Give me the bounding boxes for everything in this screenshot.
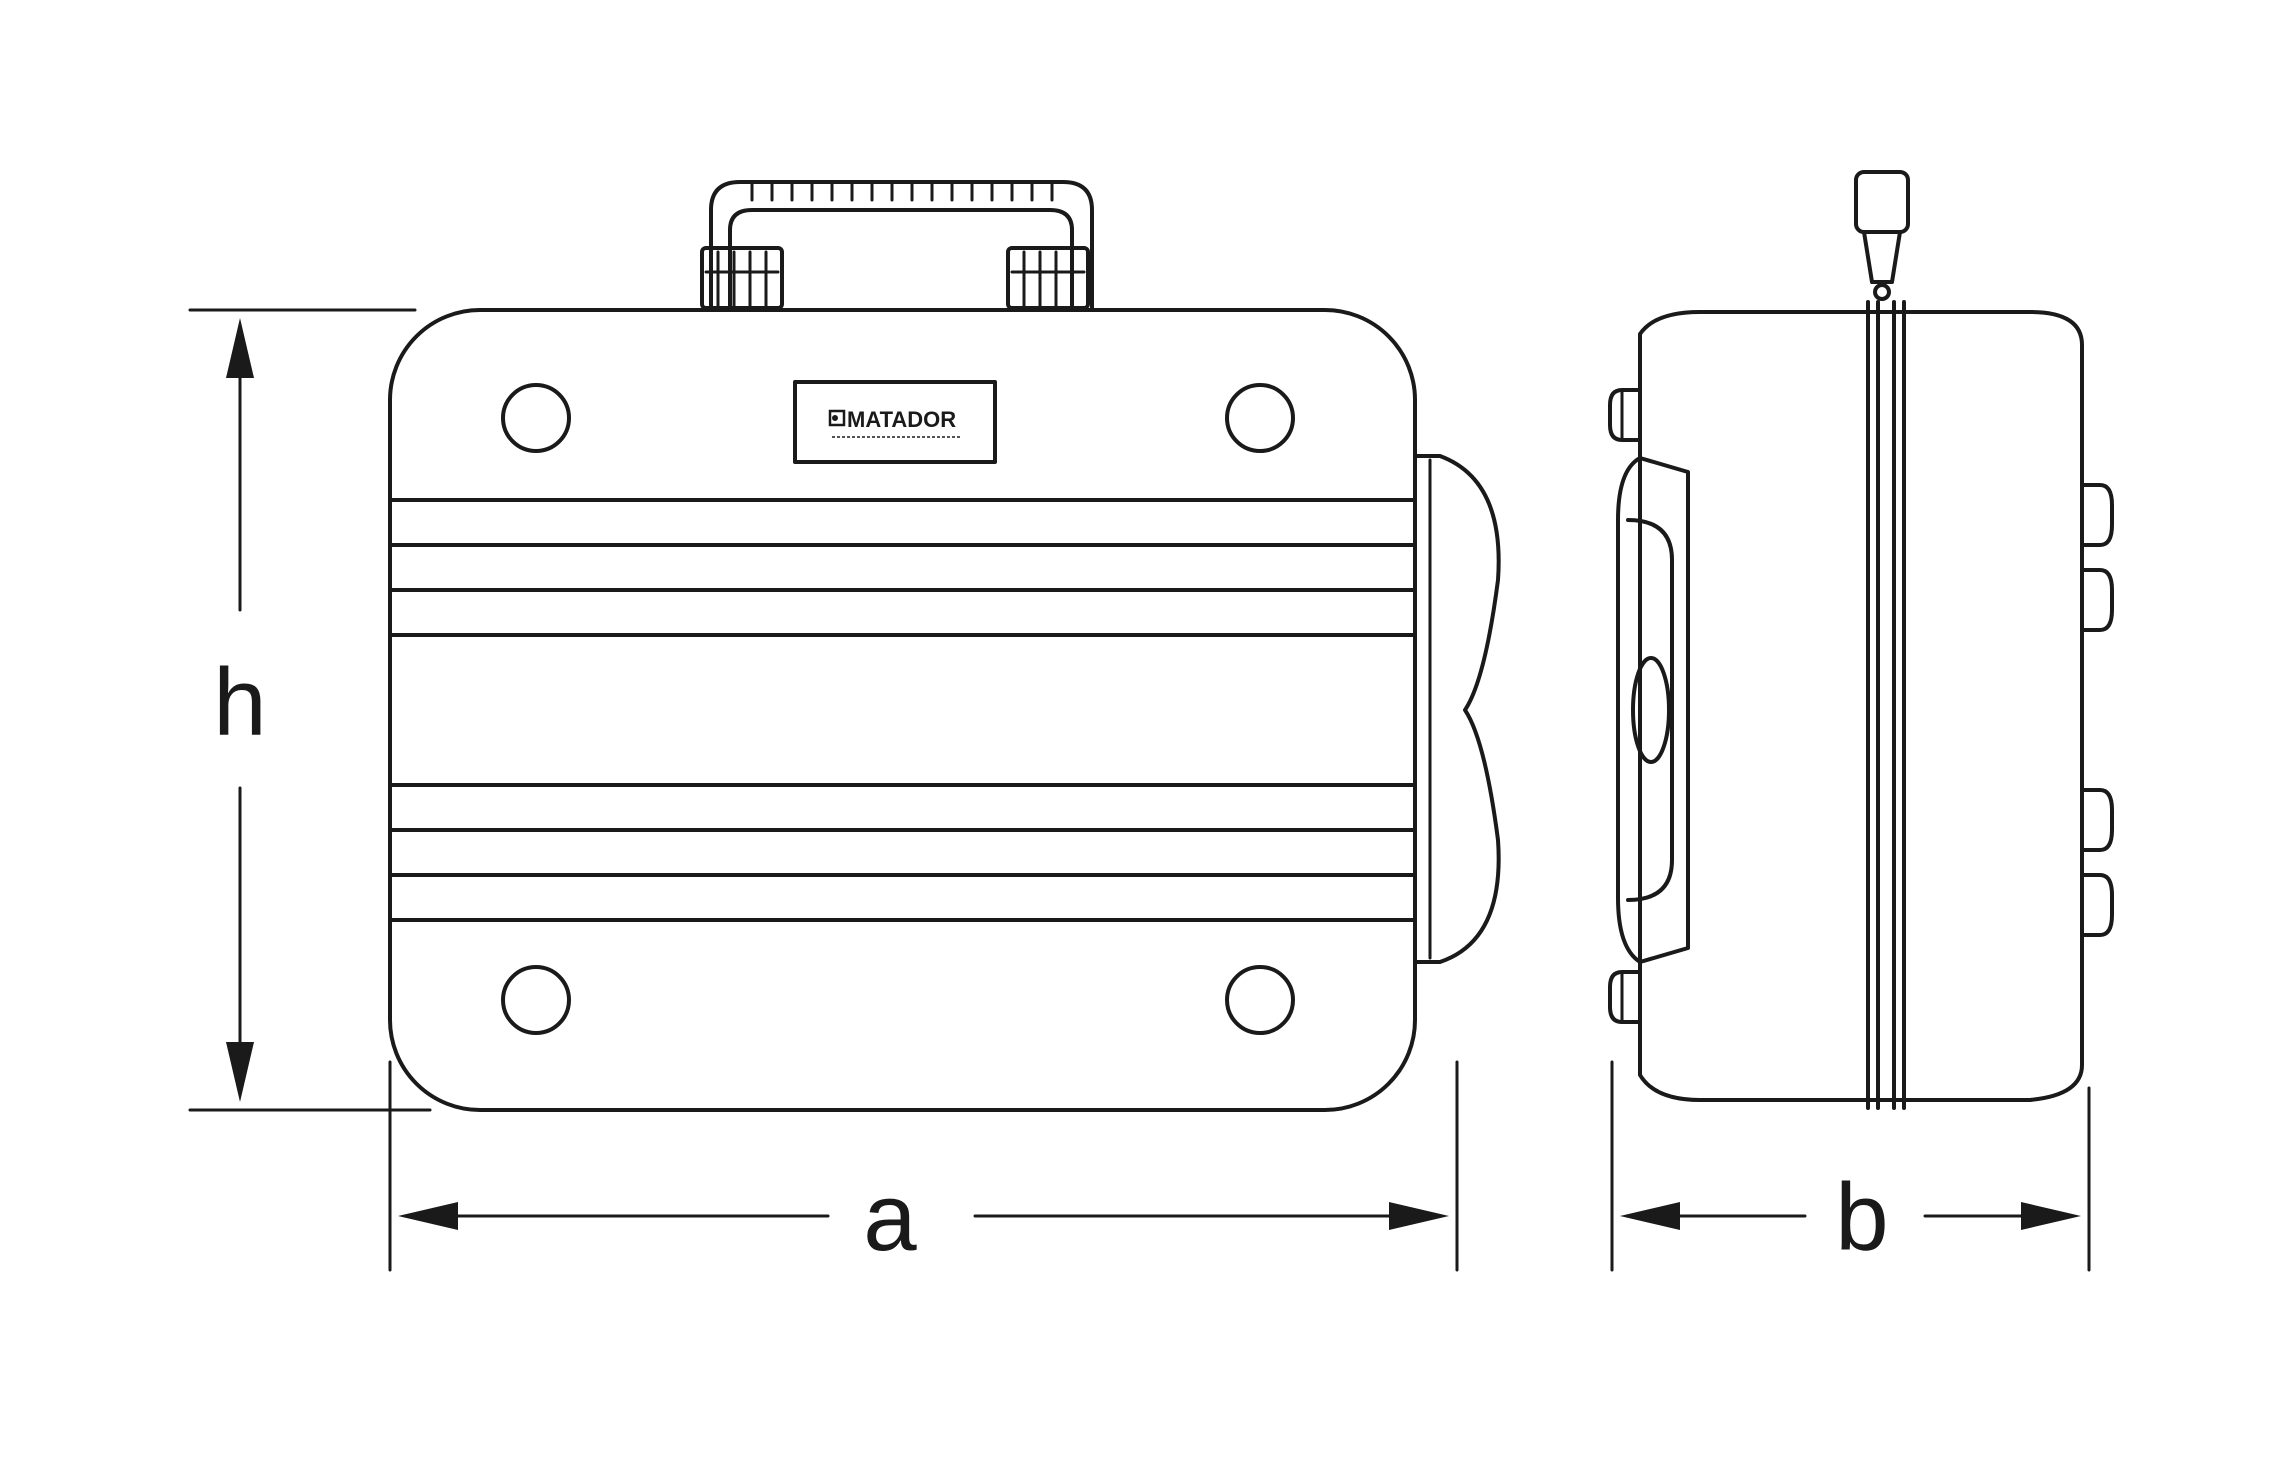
dimension-a: a [388, 1060, 1459, 1272]
dimension-b: b [1610, 1060, 2091, 1272]
logo-brand-text: MATADOR [847, 407, 956, 432]
arrow-left-icon [398, 1202, 458, 1230]
dimension-label-b: b [1835, 1164, 1888, 1271]
logo-plate: MATADOR [793, 380, 997, 464]
side-case-body [1638, 310, 2084, 1102]
side-carry-handle [1616, 456, 1690, 964]
arrow-up-icon [226, 318, 254, 378]
matador-logo-mark [828, 409, 846, 427]
foot-top-right [1225, 383, 1295, 453]
side-bump [1413, 454, 1501, 964]
front-handle [700, 180, 1094, 310]
dimension-label-h: h [213, 649, 266, 756]
foot-bottom-right [1225, 965, 1295, 1035]
side-view [1608, 170, 2114, 1110]
side-latches [2080, 483, 2114, 937]
front-view: MATADOR [388, 180, 1501, 1112]
side-top-handle [1854, 170, 1910, 301]
dimension-label-a: a [863, 1164, 917, 1271]
arrow-left-icon [1620, 1202, 1680, 1230]
foot-bottom-left [501, 965, 571, 1035]
arrow-right-icon [2021, 1202, 2081, 1230]
arrow-down-icon [226, 1042, 254, 1102]
arrow-right-icon [1389, 1202, 1449, 1230]
side-feet [1608, 388, 1642, 1024]
dimension-h: h [188, 308, 432, 1112]
foot-top-left [501, 383, 571, 453]
front-ribs [388, 498, 1417, 922]
